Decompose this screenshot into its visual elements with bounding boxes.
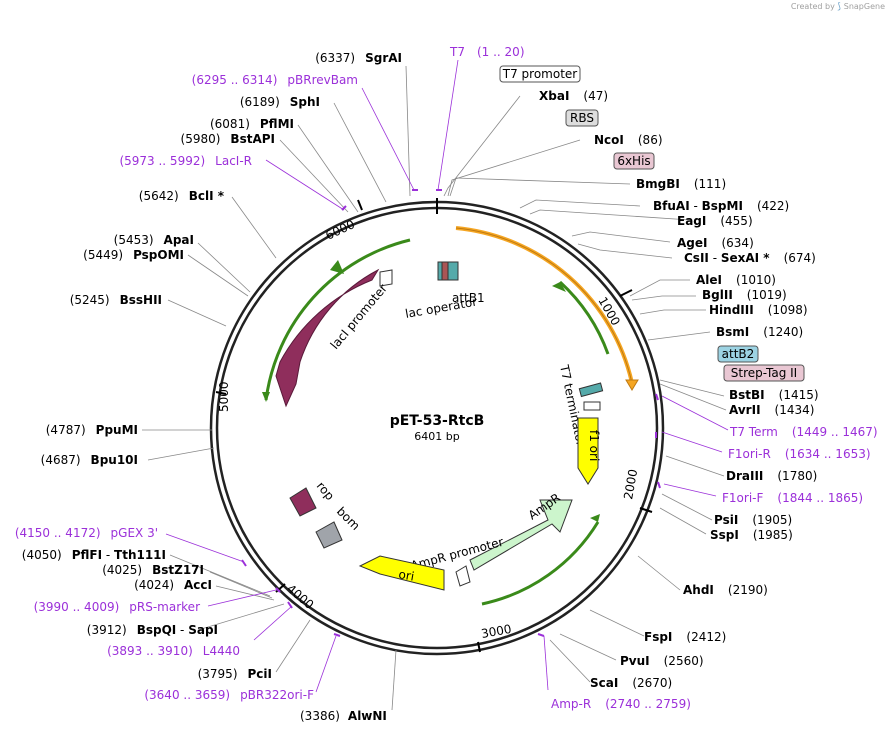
svg-text:XbaI(47): XbaI(47) xyxy=(539,89,608,103)
rtcb-insert-arc-inner xyxy=(455,227,633,384)
tick-2000: 2000 xyxy=(621,468,640,501)
tick-5000: 5000 xyxy=(217,381,231,412)
t7-terminator-arrow xyxy=(583,401,601,411)
laci-promoter-arrow xyxy=(379,269,393,287)
svg-text:(4025)BstZ17I: (4025)BstZ17I xyxy=(102,563,204,577)
svg-text:CsII - SexAI *(674): CsII - SexAI *(674) xyxy=(684,251,816,265)
rop-label: rop xyxy=(314,479,337,503)
svg-text:ScaI(2670): ScaI(2670) xyxy=(590,676,672,690)
svg-text:(3386)AlwNI: (3386)AlwNI xyxy=(300,709,387,723)
svg-text:(4050)PflFI - Tth111I: (4050)PflFI - Tth111I xyxy=(22,548,166,562)
plasmid-name: pET-53-RtcB xyxy=(390,413,485,429)
tick-6000: 6000 xyxy=(323,217,357,243)
t7-terminator-feature xyxy=(578,382,604,398)
svg-text:(5973 .. 5992)LacI-R: (5973 .. 5992)LacI-R xyxy=(119,154,252,168)
svg-text:BsmI(1240): BsmI(1240) xyxy=(716,325,803,339)
svg-text:BglII(1019): BglII(1019) xyxy=(702,288,787,302)
svg-text:(4687)Bpu10I: (4687)Bpu10I xyxy=(41,453,138,467)
svg-text:AgeI(634): AgeI(634) xyxy=(677,236,754,250)
svg-text:(4150 .. 4172)pGEX 3': (4150 .. 4172)pGEX 3' xyxy=(15,526,158,540)
svg-text:(5449)PspOMI: (5449)PspOMI xyxy=(83,248,184,262)
snapgene-branding: Created by ⟆ SnapGene xyxy=(791,2,885,12)
tick-3000: 3000 xyxy=(480,622,513,641)
svg-text:(4787)PpuMI: (4787)PpuMI xyxy=(46,423,138,437)
f1-ori-feature xyxy=(577,417,599,485)
svg-text:(6337)SgrAI: (6337)SgrAI xyxy=(315,51,402,65)
svg-text:SspI(1985): SspI(1985) xyxy=(710,528,793,542)
svg-text:(5453)ApaI: (5453)ApaI xyxy=(114,233,194,247)
leader-lines xyxy=(142,65,727,711)
svg-text:T7 promoter: T7 promoter xyxy=(502,67,578,81)
rtcb-insert-arrow xyxy=(625,379,639,391)
svg-text:(5245)BssHII: (5245)BssHII xyxy=(70,293,162,307)
svg-text:attB2: attB2 xyxy=(722,347,755,361)
snapgene-logo: ⟆ xyxy=(837,2,844,12)
svg-text:(3640 .. 3659)pBR322ori-F: (3640 .. 3659)pBR322ori-F xyxy=(144,688,314,702)
svg-text:6xHis: 6xHis xyxy=(617,154,650,168)
right-primer-labels: T7(1 .. 20) T7 Term(1449 .. 1467) F1ori-… xyxy=(449,45,878,711)
ori-feature xyxy=(358,555,445,591)
green-arrowheads xyxy=(262,260,600,522)
right-enzyme-labels: XbaI(47) NcoI(86) BmgBI(111) BfuAI - Bsp… xyxy=(300,89,819,723)
bom-feature xyxy=(315,521,343,549)
svg-text:T7 Term(1449 .. 1467): T7 Term(1449 .. 1467) xyxy=(729,425,878,439)
svg-text:(6081)PflMI: (6081)PflMI xyxy=(210,117,294,131)
svg-text:T7(1 .. 20): T7(1 .. 20) xyxy=(449,45,525,59)
f1-ori-label: f1 ori xyxy=(587,430,601,461)
svg-text:F1ori-R(1634 .. 1653): F1ori-R(1634 .. 1653) xyxy=(728,447,871,461)
svg-text:Strep-Tag II: Strep-Tag II xyxy=(731,366,797,380)
svg-text:(5980)BstAPI: (5980)BstAPI xyxy=(181,132,275,146)
laci-promoter-label: lacI promoter xyxy=(328,281,390,352)
left-primer-labels: (6295 .. 6314)pBRrevBam (5973 .. 5992)La… xyxy=(15,73,358,702)
svg-text:(3795)PciI: (3795)PciI xyxy=(198,667,272,681)
lac-operator-feature xyxy=(441,261,449,281)
primer-marks xyxy=(241,189,661,637)
svg-text:(3893 .. 3910)L4440: (3893 .. 3910)L4440 xyxy=(107,644,240,658)
bom-label: bom xyxy=(334,504,363,533)
green-arcs xyxy=(264,238,610,606)
svg-text:BstBI(1415): BstBI(1415) xyxy=(729,388,819,402)
ampr-feature xyxy=(469,499,573,571)
svg-text:AhdI(2190): AhdI(2190) xyxy=(683,583,768,597)
ampr-promoter-arrow xyxy=(455,565,471,587)
svg-text:DraIII(1780): DraIII(1780) xyxy=(726,469,817,483)
svg-text:HindIII(1098): HindIII(1098) xyxy=(709,303,808,317)
svg-text:AvrII(1434): AvrII(1434) xyxy=(729,403,814,417)
laci-feature xyxy=(275,268,380,408)
svg-text:EagI(455): EagI(455) xyxy=(677,214,753,228)
ori-label: ori xyxy=(397,567,415,583)
svg-text:(5642)BclI *: (5642)BclI * xyxy=(139,189,225,203)
svg-text:(6189)SphI: (6189)SphI xyxy=(240,95,320,109)
svg-text:PvuI(2560): PvuI(2560) xyxy=(620,654,704,668)
svg-text:PsiI(1905): PsiI(1905) xyxy=(714,513,792,527)
primer-leader-lines xyxy=(165,59,729,693)
created-by-text: Created by xyxy=(790,2,835,11)
plasmid-length: 6401 bp xyxy=(414,430,459,443)
rop-feature xyxy=(289,487,317,517)
svg-text:NcoI(86): NcoI(86) xyxy=(594,133,663,147)
left-enzyme-labels: (6337)SgrAI (6189)SphI (6081)PflMI (5980… xyxy=(22,51,402,681)
svg-text:FspI(2412): FspI(2412) xyxy=(644,630,726,644)
svg-text:BmgBI(111): BmgBI(111) xyxy=(636,177,726,191)
svg-text:AleI(1010): AleI(1010) xyxy=(696,273,776,287)
svg-text:(3990 .. 4009)pRS-marker: (3990 .. 4009)pRS-marker xyxy=(34,600,200,614)
svg-text:Amp-R(2740 .. 2759): Amp-R(2740 .. 2759) xyxy=(551,697,691,711)
boxed-feature-labels: T7 promoter RBS 6xHis attB2 Strep-Tag II xyxy=(499,65,805,382)
svg-text:RBS: RBS xyxy=(570,111,594,125)
svg-text:BfuAI - BspMI(422): BfuAI - BspMI(422) xyxy=(653,199,789,213)
attb1-label: attB1 xyxy=(452,291,485,305)
lac-operator-label: lac operator xyxy=(404,295,478,321)
svg-text:F1ori-F(1844 .. 1865): F1ori-F(1844 .. 1865) xyxy=(722,491,863,505)
svg-text:(3912)BspQI - SapI: (3912)BspQI - SapI xyxy=(87,623,218,637)
svg-text:(6295 .. 6314)pBRrevBam: (6295 .. 6314)pBRrevBam xyxy=(192,73,358,87)
svg-text:(4024)AccI: (4024)AccI xyxy=(134,578,212,592)
snapgene-logo-text: SnapGene xyxy=(843,2,885,11)
